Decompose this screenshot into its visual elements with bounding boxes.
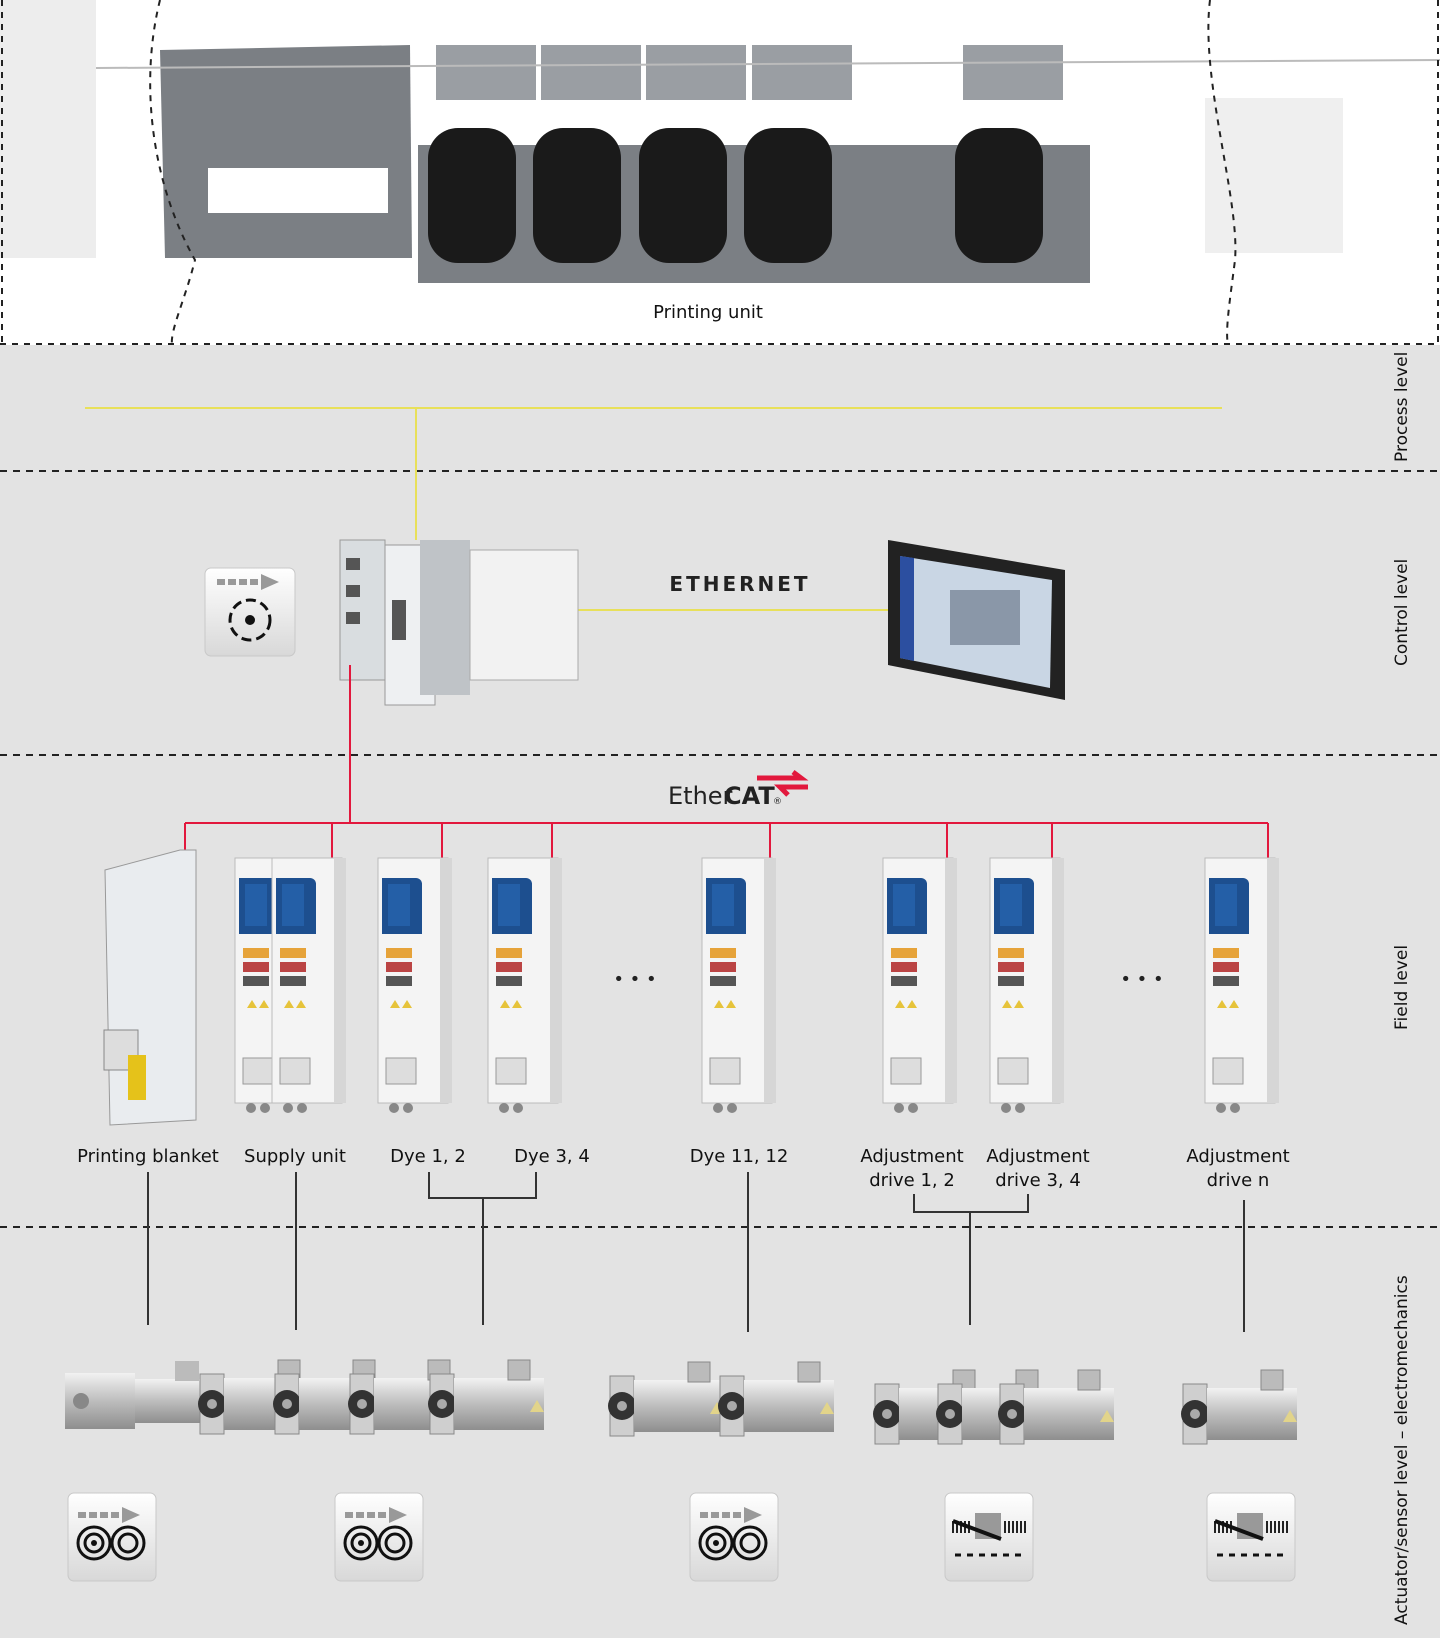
drive-label: drive n — [1207, 1170, 1270, 1191]
winding-icon — [690, 1493, 778, 1581]
ellipsis-1: • • • — [613, 969, 656, 990]
drive-label: Dye 3, 4 — [514, 1146, 590, 1167]
process-level-label: Process level — [1392, 352, 1412, 462]
drive-label: Printing blanket — [77, 1146, 219, 1167]
hmi-panel — [888, 540, 1065, 700]
svg-text:CAT: CAT — [724, 782, 775, 810]
drive-label: Adjustment — [1186, 1146, 1289, 1167]
svg-text:®: ® — [773, 797, 782, 807]
svg-text:Ether: Ether — [668, 782, 733, 810]
drive-dye-1-2 — [377, 857, 453, 1114]
servo-motor — [717, 1361, 835, 1437]
drive-adjustment-n — [1204, 857, 1280, 1114]
winding-icon — [68, 1493, 156, 1581]
printing-unit-illustration — [0, 0, 1440, 346]
ethernet-bus — [85, 407, 1222, 611]
ethercat-logo: Ether CAT ® — [668, 770, 809, 810]
winding-icon — [335, 1493, 423, 1581]
drive-dye-3-4 — [487, 857, 563, 1114]
drive-labels: Printing blanket Supply unit Dye 1, 2 Dy… — [77, 1146, 1290, 1191]
motion-control-icon — [204, 567, 296, 657]
traversing-icon — [943, 1491, 1035, 1583]
level-dividers — [0, 470, 1440, 1228]
actuator-level-label: Actuator/sensor level – electromechanics — [1392, 1275, 1412, 1625]
drive-adjustment-3-4 — [989, 857, 1065, 1114]
ethernet-label: ETHERNET — [669, 572, 810, 596]
ethercat-bus — [184, 665, 1269, 858]
printing-unit-label: Printing unit — [653, 302, 763, 323]
drive-label: drive 1, 2 — [869, 1170, 955, 1191]
drive-label: Adjustment — [986, 1146, 1089, 1167]
control-level-label: Control level — [1392, 559, 1412, 666]
controller-device — [339, 539, 579, 706]
field-level-label: Field level — [1392, 945, 1412, 1030]
drive-label: Adjustment — [860, 1146, 963, 1167]
drive-printing-blanket — [103, 849, 197, 1126]
ellipsis-2: • • • — [1120, 969, 1163, 990]
traversing-icon — [1205, 1491, 1297, 1583]
servo-motor — [1180, 1369, 1298, 1445]
drive-adjustment-1-2 — [882, 857, 958, 1114]
drive-label: drive 3, 4 — [995, 1170, 1081, 1191]
drive-dye-11-12 — [701, 857, 777, 1114]
drive-supply-unit-b — [271, 857, 347, 1114]
drive-label: Dye 11, 12 — [690, 1146, 789, 1167]
servo-motor — [997, 1369, 1115, 1445]
drive-label: Supply unit — [244, 1146, 346, 1167]
drive-label: Dye 1, 2 — [390, 1146, 466, 1167]
motor-connections — [147, 1172, 1245, 1332]
servo-motor — [607, 1361, 725, 1437]
